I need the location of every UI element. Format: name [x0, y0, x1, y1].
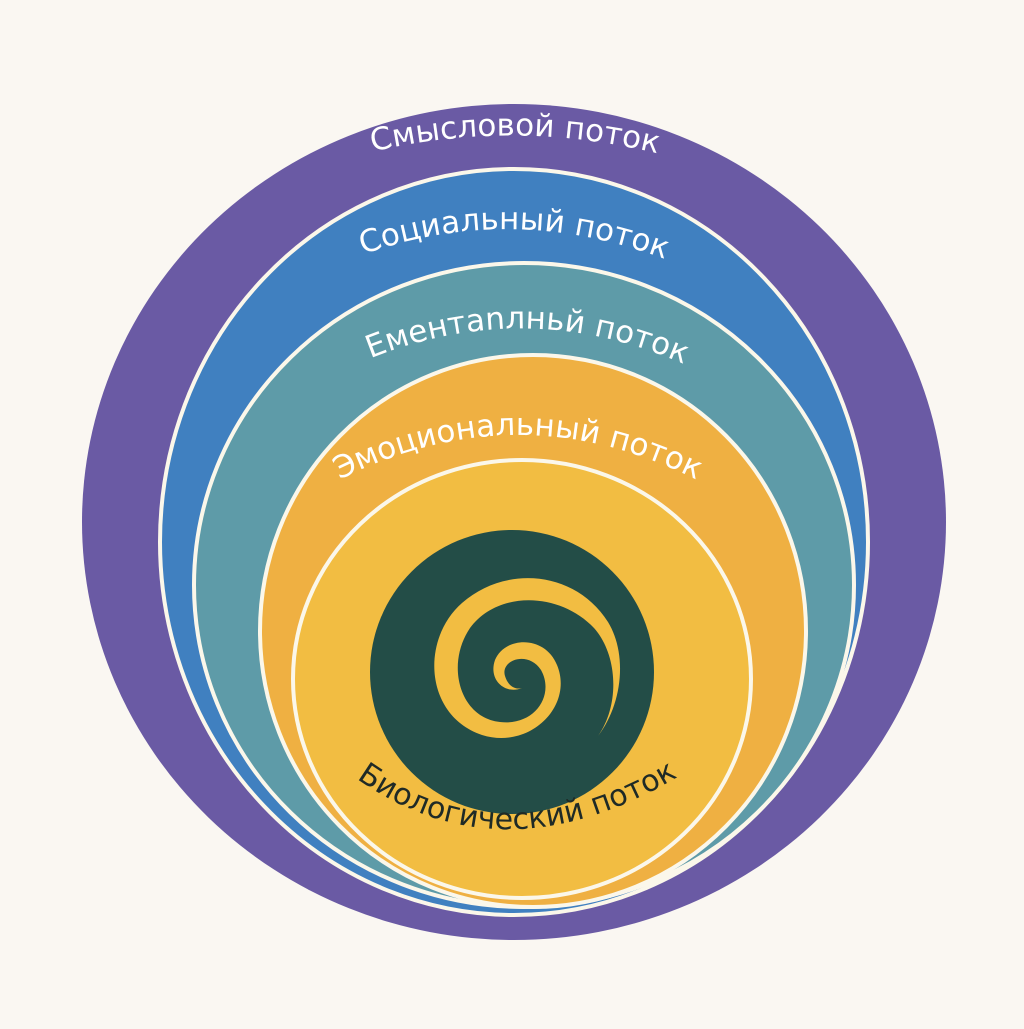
spiral-icon	[434, 578, 621, 739]
core-disk	[370, 530, 654, 814]
